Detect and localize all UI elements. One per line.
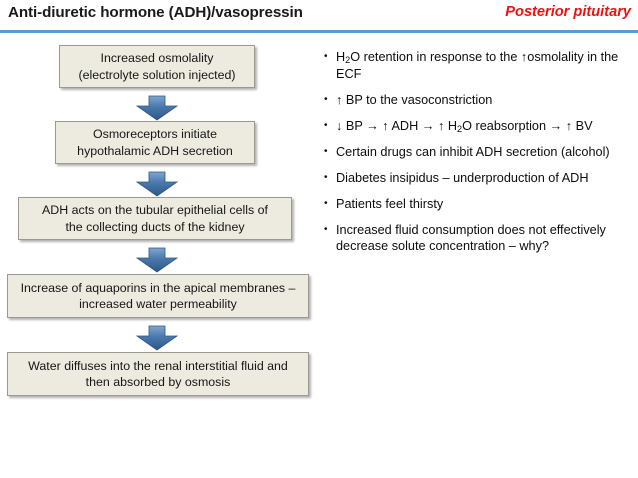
flow-box-4: Increase of aquaporins in the apical mem… [7,274,309,318]
arrow-down-icon-3 [135,247,179,273]
flow-box-1-line1: Increased osmolality [100,51,214,65]
flow-box-5: Water diffuses into the renal interstiti… [7,352,309,396]
flowchart: Increased osmolality (electrolyte soluti… [0,40,320,440]
flow-box-2-line1: Osmoreceptors initiate [93,127,217,141]
bullet-list: • H2O retention in response to the ↑osmo… [321,49,634,264]
flow-box-3-line2: the collecting ducts of the kidney [65,219,245,234]
flow-box-4-line1: Increase of aquaporins in the apical mem… [20,280,296,295]
flow-box-3-line1: ADH acts on the tubular epithelial cells… [42,203,268,217]
bullet-marker: • [324,171,328,183]
flow-box-5-line2: then absorbed by osmosis [85,375,231,389]
flow-box-2: Osmoreceptors initiate hypothalamic ADH … [55,121,255,164]
bullet-marker: • [324,93,328,105]
bullet-marker: • [324,197,328,209]
flow-box-4-line2: increased water permeability [79,297,237,311]
list-item: • Certain drugs can inhibit ADH secretio… [321,144,634,161]
list-item: • H2O retention in response to the ↑osmo… [321,49,634,82]
list-item: • Increased fluid consumption does not e… [321,222,634,255]
bullet-marker: • [324,223,328,235]
flow-box-1: Increased osmolality (electrolyte soluti… [59,45,255,88]
bullet-text-patients-thirsty: Patients feel thirsty [336,196,444,211]
arrow-down-icon-1 [135,95,179,121]
bullet-text-h2o-retention: H2O retention in response to the ↑osmola… [336,50,619,81]
arrow-down-glyph [135,325,179,351]
bullet-text-bp-vasoconstriction: ↑ BP to the vasoconstriction [336,92,493,107]
header-divider [0,30,638,33]
list-item: • Patients feel thirsty [321,196,634,213]
flow-box-3: ADH acts on the tubular epithelial cells… [18,197,292,240]
list-item: • ↑ BP to the vasoconstriction [321,92,634,109]
arrow-down-glyph [135,95,179,121]
bullet-marker: • [324,51,328,62]
bullet-text-fluid-consumption: Increased fluid consumption does not eff… [336,222,606,254]
arrow-down-glyph [135,171,179,197]
header-subtitle: Posterior pituitary [505,4,631,20]
bullet-marker: • [324,119,328,131]
slide-header: Anti-diuretic hormone (ADH)/vasopressin … [0,0,638,33]
arrow-down-icon-2 [135,171,179,197]
arrow-down-glyph [135,247,179,273]
flow-box-5-line1: Water diffuses into the renal interstiti… [28,358,288,373]
flow-box-1-line2: (electrolyte solution injected) [78,67,236,82]
list-item: • ↓ BP → ↑ ADH → ↑ H2O reabsorption → ↑ … [321,118,634,135]
bullet-marker: • [324,145,328,157]
bullet-text-drugs-inhibit-adh: Certain drugs can inhibit ADH secretion … [336,144,610,159]
page-title: Anti-diuretic hormone (ADH)/vasopressin [8,4,303,21]
flow-box-2-line2: hypothalamic ADH secretion [77,143,233,158]
list-item: • Diabetes insipidus – underproduction o… [321,170,634,187]
bullet-text-diabetes-insipidus: Diabetes insipidus – underproduction of … [336,170,589,185]
arrow-down-icon-4 [135,325,179,351]
bullet-text-bp-adh-cascade: ↓ BP → ↑ ADH → ↑ H2O reabsorption → ↑ BV [336,118,593,134]
